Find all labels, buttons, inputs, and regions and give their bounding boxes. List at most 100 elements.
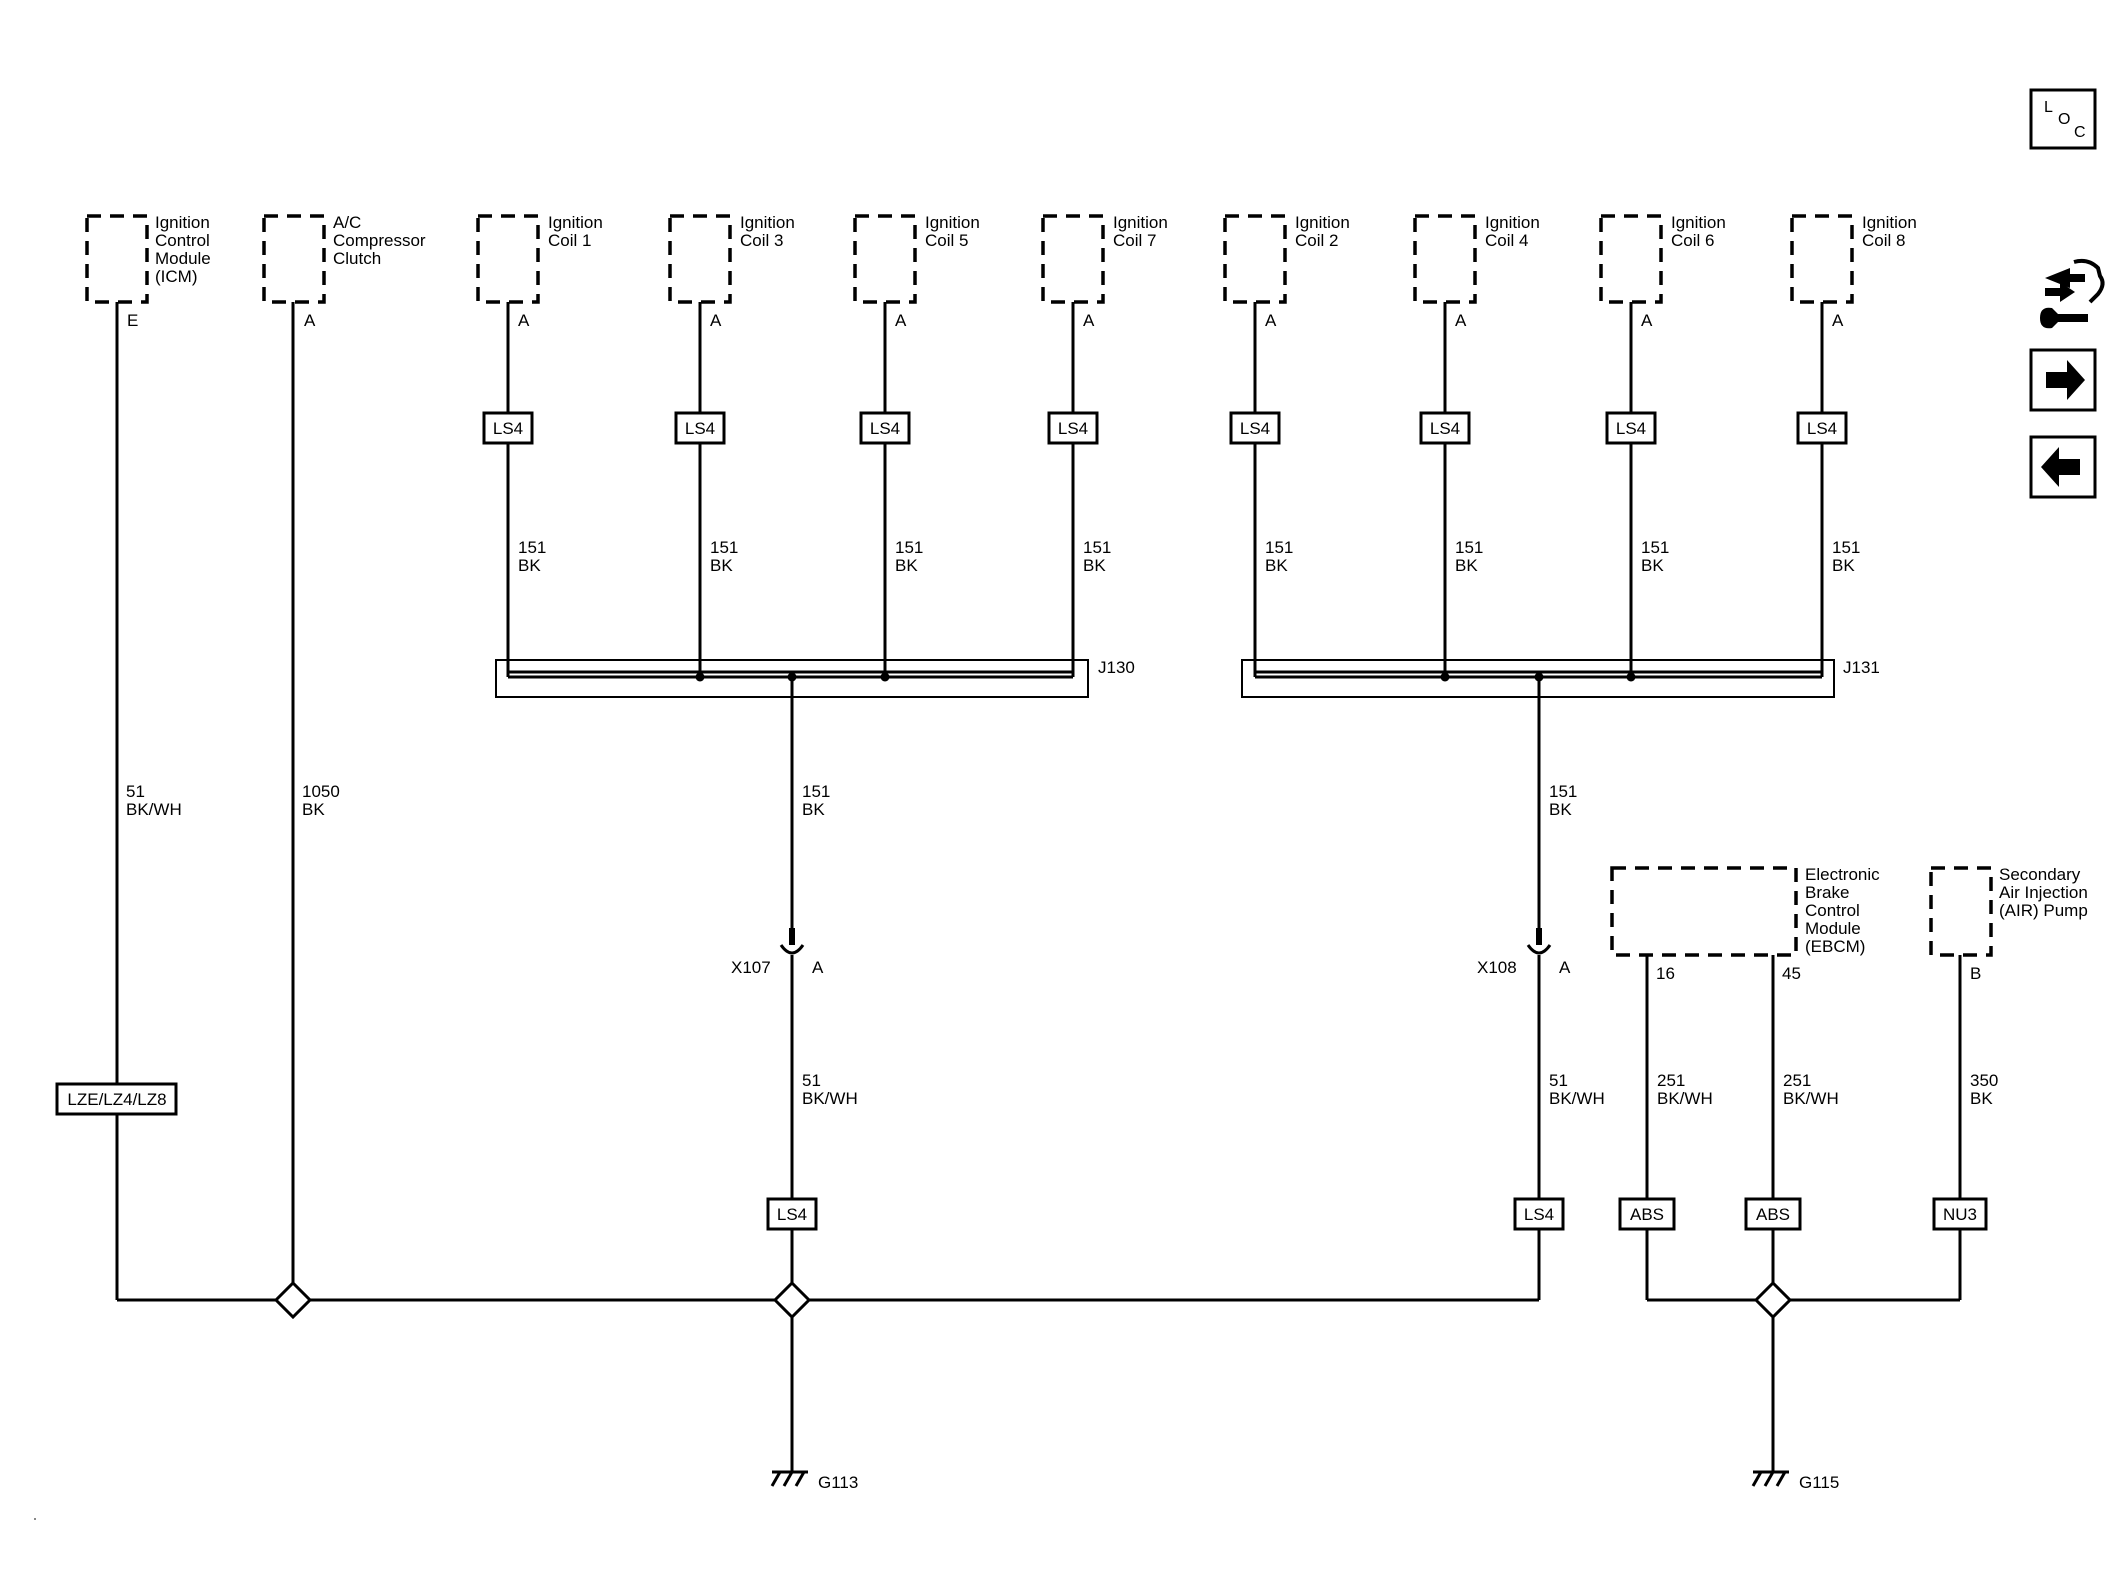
connector-x108-name: X108 [1477, 958, 1517, 977]
x107-out-wire-color: BK/WH [802, 1089, 858, 1108]
arrow-left-icon [2041, 447, 2080, 487]
coil-1-pin: A [518, 311, 530, 330]
icm-label-line1: Ignition [155, 213, 210, 232]
x108-out-wire-color: BK/WH [1549, 1089, 1605, 1108]
coil-8-label-line1: Ignition [1862, 213, 1917, 232]
ebcm45-wire-color: BK/WH [1783, 1089, 1839, 1108]
coil-5-label-line1: Ignition [925, 213, 980, 232]
ground-bus-g115 [1647, 1280, 1960, 1472]
arrow-right-icon [2046, 360, 2085, 400]
coil-8-wire-number: 151 [1832, 538, 1860, 557]
coil-7-wire-number: 151 [1083, 538, 1111, 557]
coil-5-wire-color: BK [895, 556, 918, 575]
coil-3-option-label: LS4 [685, 419, 715, 438]
coil-1-box [476, 214, 540, 304]
x107-option-label: LS4 [777, 1205, 807, 1224]
air-pump-component[interactable]: Secondary Air Injection (AIR) Pump B [1929, 865, 2088, 983]
coil-1-option-label: LS4 [493, 419, 523, 438]
air-pump-label-line3: (AIR) Pump [1999, 901, 2088, 920]
icm-component[interactable]: Ignition Control Module (ICM) E [85, 213, 211, 330]
coil-5-wire-number: 151 [895, 538, 923, 557]
loc-icon: L O C [2044, 99, 2086, 141]
x108-out-wire-number: 51 [1549, 1071, 1568, 1090]
splice-j131[interactable]: J131 [1241, 658, 1880, 698]
coil-3-label-line1: Ignition [740, 213, 795, 232]
connector-x107-pin: A [812, 958, 824, 977]
ac-clutch-pin: A [304, 311, 316, 330]
coil-4-pin: A [1455, 311, 1467, 330]
ac-clutch-component[interactable]: A/C Compressor Clutch A [262, 213, 426, 330]
ebcm-label-line1: Electronic [1805, 865, 1880, 884]
ac-clutch-label-line1: A/C [333, 213, 361, 232]
splice-j130[interactable]: J130 [495, 658, 1135, 698]
next-page-button[interactable] [2029, 348, 2097, 412]
coil-1-wire-color: BK [518, 556, 541, 575]
air-option-label: NU3 [1943, 1205, 1977, 1224]
icm-label-line3: Module [155, 249, 211, 268]
coil-1-label-line2: Coil 1 [548, 231, 591, 250]
coil-8-wire-color: BK [1832, 556, 1855, 575]
connector-x108-pin: A [1559, 958, 1571, 977]
icm-option-label: LZE/LZ4/LZ8 [67, 1090, 166, 1109]
coil-7-label-line2: Coil 7 [1113, 231, 1156, 250]
j130-out-wire-number: 151 [802, 782, 830, 801]
coil-8-label-line2: Coil 8 [1862, 231, 1905, 250]
coil-6-wire-number: 151 [1641, 538, 1669, 557]
coil-3-option-box [674, 411, 726, 445]
connector-x107[interactable]: X107 A [731, 928, 824, 977]
ground-g113[interactable]: G113 [770, 1470, 858, 1492]
ebcm16-wire-color: BK/WH [1657, 1089, 1713, 1108]
coil-6-pin: A [1641, 311, 1653, 330]
coil-3-wire-color: BK [710, 556, 733, 575]
ac-wire-color: BK [302, 800, 325, 819]
ebcm16-wire-number: 251 [1657, 1071, 1685, 1090]
j131-out-wire-color: BK [1549, 800, 1572, 819]
coil-4-wire-color: BK [1455, 556, 1478, 575]
ebcm-component[interactable]: Electronic Brake Control Module (EBCM) 1… [1610, 865, 1880, 983]
coil-3-wire-number: 151 [710, 538, 738, 557]
air-wire-number: 350 [1970, 1071, 1998, 1090]
coil-5-label-line2: Coil 5 [925, 231, 968, 250]
coil-3-label-line2: Coil 3 [740, 231, 783, 250]
coil-6-option-label: LS4 [1616, 419, 1646, 438]
coil-8-option-label: LS4 [1807, 419, 1837, 438]
coil-6-box [1599, 214, 1663, 304]
ebcm16-option-box: ABS [1618, 1197, 1676, 1231]
connector-view-button[interactable] [2040, 258, 2105, 329]
x107-out-wire-number: 51 [802, 1071, 821, 1090]
air-wire-color: BK [1970, 1089, 1993, 1108]
ebcm45-option-label: ABS [1756, 1205, 1790, 1224]
coil-2-label-line1: Ignition [1295, 213, 1350, 232]
ac-clutch-label-line2: Compressor [333, 231, 426, 250]
coil-3-box [668, 214, 732, 304]
coil-7-wire-color: BK [1083, 556, 1106, 575]
icm-wire-color: BK/WH [126, 800, 182, 819]
coil-2-label-line2: Coil 2 [1295, 231, 1338, 250]
coil-2-wire-color: BK [1265, 556, 1288, 575]
connector-x108[interactable]: X108 A [1477, 928, 1571, 977]
coil-7-option-box [1047, 411, 1099, 445]
ebcm-label-line5: (EBCM) [1805, 937, 1865, 956]
icm-label-line2: Control [155, 231, 210, 250]
coil-2-option-label: LS4 [1240, 419, 1270, 438]
loc-button[interactable]: L O C [2029, 88, 2097, 150]
ground-g115[interactable]: G115 [1751, 1470, 1839, 1492]
coil-4-option-box [1419, 411, 1471, 445]
previous-page-button[interactable] [2029, 435, 2097, 499]
connector-wrench-icon [2040, 258, 2105, 329]
ac-wire-number: 1050 [302, 782, 340, 801]
ground-g113-label: G113 [818, 1473, 858, 1492]
coil-4-label-line1: Ignition [1485, 213, 1540, 232]
coil-8-box [1790, 214, 1854, 304]
splice-j130-label: J130 [1098, 658, 1135, 677]
